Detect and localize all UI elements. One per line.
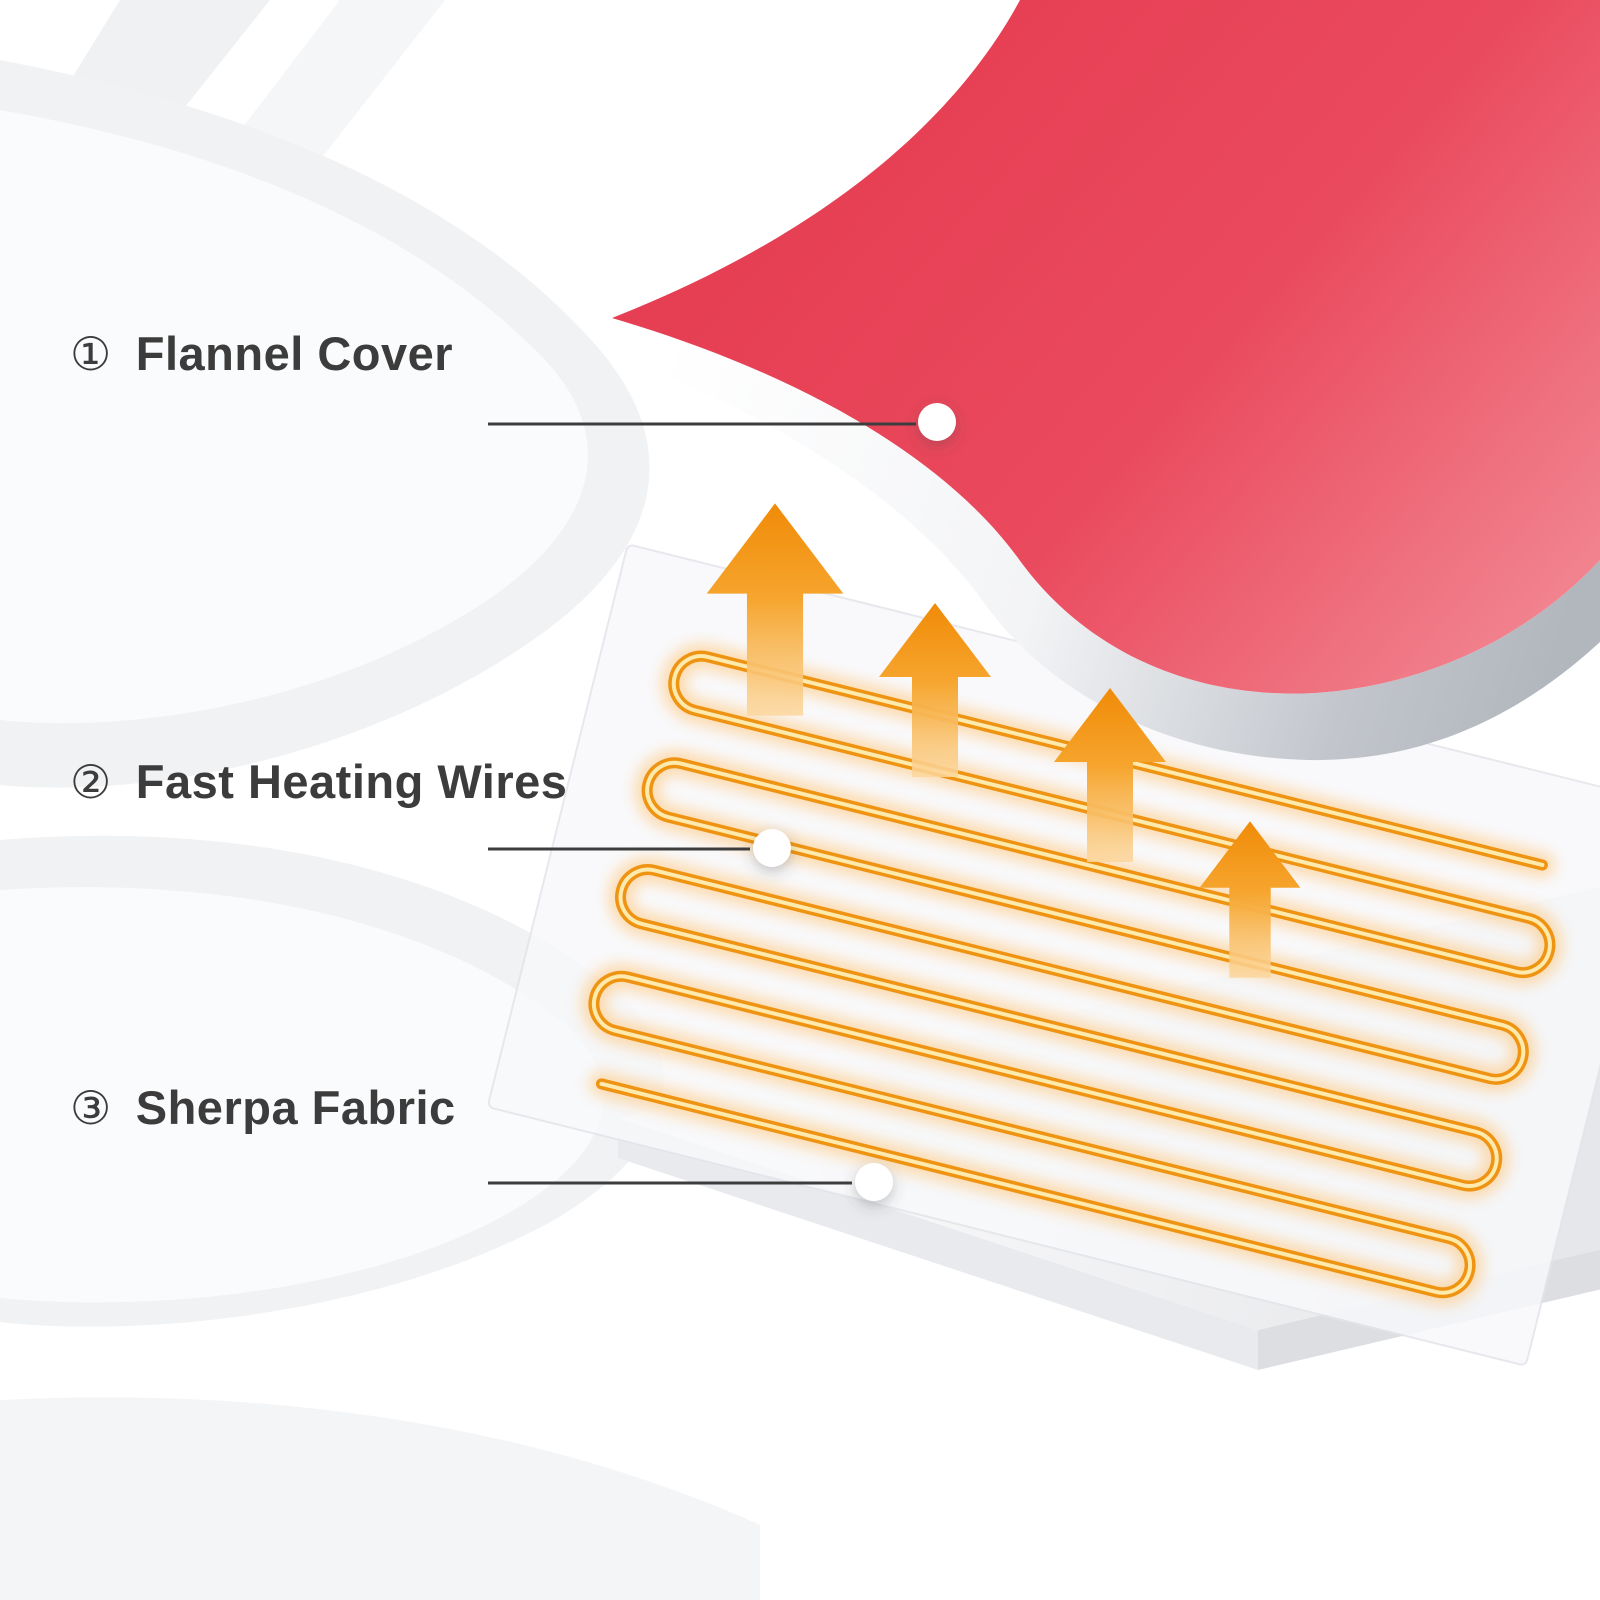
label-text-2: Fast Heating Wires bbox=[135, 755, 568, 808]
heat-arrow-icon bbox=[706, 503, 844, 716]
label-number-2: ② bbox=[70, 754, 112, 809]
bg-wave bbox=[0, 887, 604, 1303]
label-number-3: ③ bbox=[70, 1080, 112, 1135]
heat-arrow-icon bbox=[1054, 688, 1166, 862]
bg-wave bbox=[0, 1397, 760, 1600]
label-text-3: Sherpa Fabric bbox=[135, 1081, 456, 1134]
label-flannel-cover: ① Flannel Cover bbox=[70, 326, 453, 381]
callout-dot-wires bbox=[753, 829, 791, 867]
bg-wave bbox=[0, 110, 588, 724]
label-text-1: Flannel Cover bbox=[135, 327, 454, 380]
callout-dot-sherpa bbox=[855, 1163, 893, 1201]
background-swooshes bbox=[0, 0, 760, 1600]
label-number-1: ① bbox=[70, 326, 112, 381]
label-sherpa-fabric: ③ Sherpa Fabric bbox=[70, 1080, 456, 1135]
callouts bbox=[488, 403, 956, 1201]
heat-arrows bbox=[706, 503, 1301, 978]
label-fast-heating-wires: ② Fast Heating Wires bbox=[70, 754, 567, 809]
heat-arrow-icon bbox=[1199, 821, 1301, 978]
sherpa-left-edge bbox=[618, 1118, 1258, 1370]
heat-arrow-icon bbox=[879, 603, 991, 777]
heating-wire-core bbox=[592, 654, 1552, 1295]
flannel-cover-layer bbox=[598, 0, 1600, 761]
flannel-cover-surface bbox=[612, 0, 1600, 694]
flannel-cover-edge bbox=[598, 318, 1600, 761]
callout-dot-flannel bbox=[918, 403, 956, 441]
